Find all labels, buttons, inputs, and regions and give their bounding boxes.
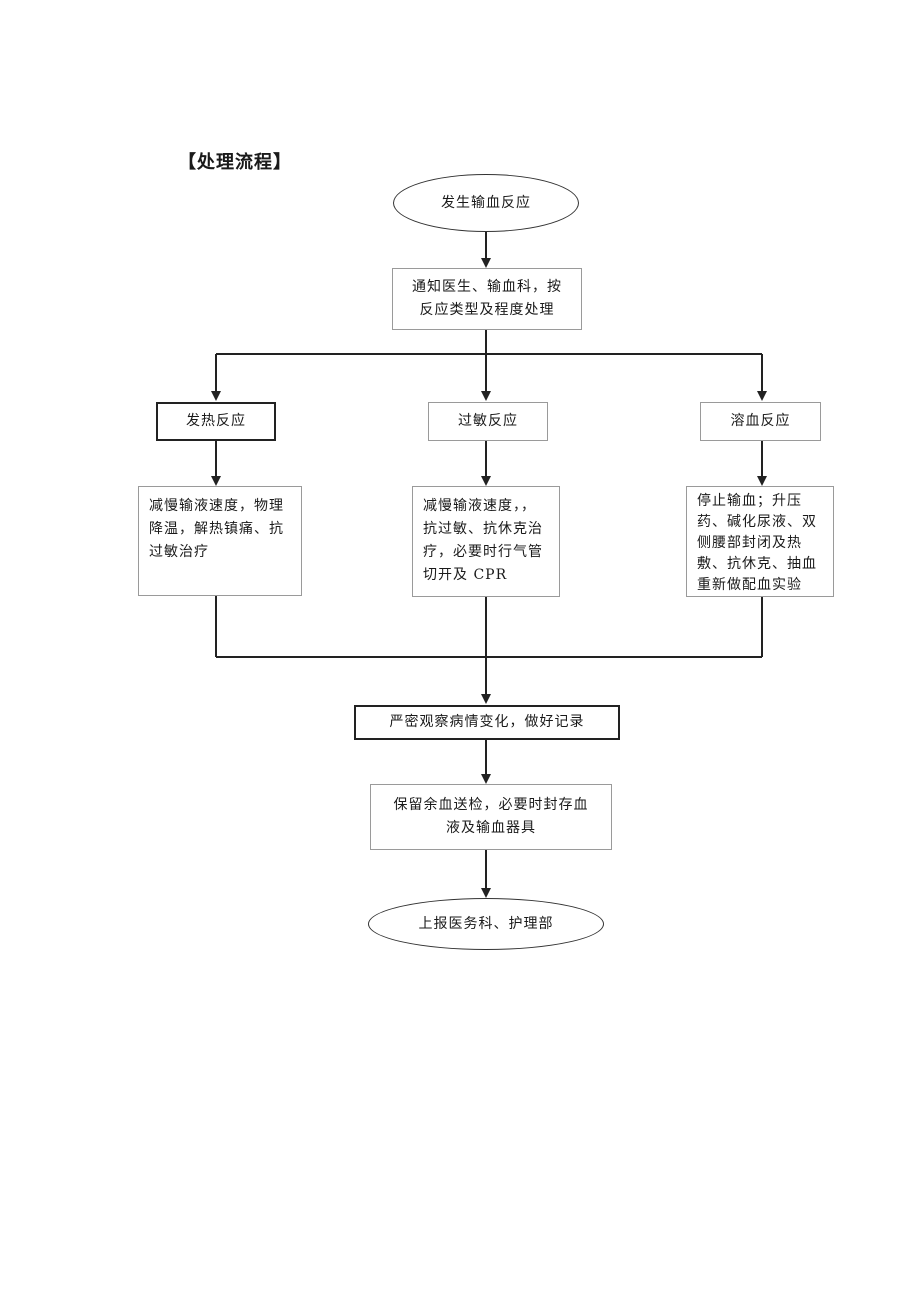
observe-node: 严密观察病情变化，做好记录 xyxy=(354,705,620,740)
report-node-label: 上报医务科、护理部 xyxy=(418,915,554,932)
report-node: 上报医务科、护理部 xyxy=(368,898,604,950)
retain-node: 保留余血送检，必要时封存血 液及输血器具 xyxy=(370,784,612,850)
fever-reaction-label: 发热反应 xyxy=(186,413,246,429)
hemolysis-reaction-node: 溶血反应 xyxy=(700,402,821,441)
allergy-reaction-node: 过敏反应 xyxy=(428,402,548,441)
notify-node: 通知医生、输血科，按 反应类型及程度处理 xyxy=(392,268,582,330)
start-node: 发生输血反应 xyxy=(393,174,579,232)
fever-reaction-node: 发热反应 xyxy=(156,402,276,441)
page-heading: 【处理流程】 xyxy=(178,152,292,173)
fever-treatment-label: 减慢输液速度，物理 降温，解热镇痛、抗 过敏治疗 xyxy=(149,498,284,560)
allergy-reaction-label: 过敏反应 xyxy=(458,413,518,429)
observe-node-label: 严密观察病情变化，做好记录 xyxy=(389,714,585,730)
notify-node-label: 通知医生、输血科，按 反应类型及程度处理 xyxy=(412,279,562,318)
allergy-treatment-label: 减慢输液速度，， 抗过敏、抗休克治 疗，必要时行气管 切开及 CPR xyxy=(423,498,543,583)
hemolysis-reaction-label: 溶血反应 xyxy=(730,413,791,429)
hemolysis-treatment-label: 停止输血；升压 药、碱化尿液、双 侧腰部封闭及热 敷、抗休克、抽血 重新做配血实… xyxy=(697,493,817,593)
fever-treatment-node: 减慢输液速度，物理 降温，解热镇痛、抗 过敏治疗 xyxy=(138,486,302,596)
start-node-label: 发生输血反应 xyxy=(441,194,531,211)
retain-node-label: 保留余血送检，必要时封存血 液及输血器具 xyxy=(393,797,589,836)
hemolysis-treatment-node: 停止输血；升压 药、碱化尿液、双 侧腰部封闭及热 敷、抗休克、抽血 重新做配血实… xyxy=(686,486,834,597)
allergy-treatment-node: 减慢输液速度，， 抗过敏、抗休克治 疗，必要时行气管 切开及 CPR xyxy=(412,486,560,597)
